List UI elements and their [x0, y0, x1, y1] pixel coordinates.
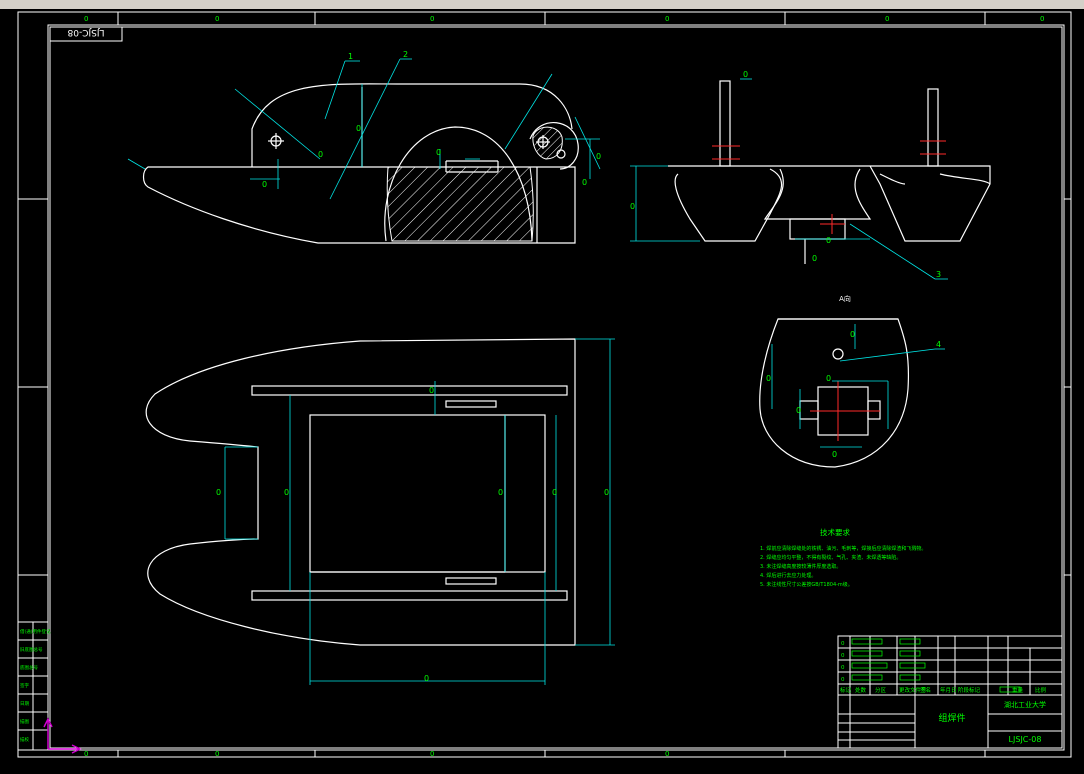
svg-text:3. 未注焊缝高度按较薄件厚度选取。: 3. 未注焊缝高度按较薄件厚度选取。	[760, 563, 841, 570]
svg-text:LJSJC-08: LJSJC-08	[67, 27, 104, 37]
svg-text:0: 0	[841, 653, 845, 659]
top-view: 0 0 0 0 0 0 0	[145, 338, 615, 685]
svg-text:0: 0	[318, 150, 323, 159]
svg-text:0: 0	[356, 124, 361, 133]
svg-text:底图总号: 底图总号	[20, 664, 38, 671]
svg-text:4. 焊后进行去应力处理。: 4. 焊后进行去应力处理。	[760, 572, 816, 579]
svg-text:描校: 描校	[20, 736, 29, 743]
drawing-canvas[interactable]: 0 0 0 0 0 0 0 0 0 0 LJSJC-08	[0, 9, 1084, 770]
svg-text:0: 0	[582, 178, 587, 187]
svg-text:5. 未注线性尺寸公差按GB/T1804-m级。: 5. 未注线性尺寸公差按GB/T1804-m级。	[760, 581, 853, 588]
svg-text:0: 0	[812, 254, 817, 263]
ucs-icon	[43, 717, 82, 754]
svg-text:0: 0	[841, 665, 845, 671]
cad-drawing: 0 0 0 0 0 0 0 0 0 0 LJSJC-08	[17, 11, 1072, 758]
svg-text:0: 0	[84, 750, 88, 758]
svg-text:更改文件号: 更改文件号	[899, 686, 927, 694]
balloon-4: 4	[936, 340, 941, 349]
svg-text:0: 0	[796, 406, 801, 415]
svg-text:0: 0	[1040, 15, 1044, 23]
view-label: A向	[839, 294, 851, 303]
svg-text:重量: 重量	[1012, 686, 1024, 694]
svg-text:描图: 描图	[20, 718, 29, 725]
part-name: 组焊件	[938, 712, 965, 724]
left-revision-strip: 借(通)用件登记 旧底图总号 底图总号 签字 日期 描图 描校	[17, 621, 51, 751]
svg-text:0: 0	[841, 641, 845, 647]
technical-requirements: 技术要求 1. 焊前应清除焊缝处的铁锈、油污、毛刺等，焊接后应清除焊渣和飞溅物。…	[760, 527, 926, 588]
svg-text:签名: 签名	[920, 686, 931, 694]
svg-text:0: 0	[498, 488, 503, 497]
svg-text:0: 0	[665, 15, 669, 23]
balloon-1: 1	[348, 52, 353, 61]
title-bar	[0, 0, 1084, 9]
svg-text:0: 0	[630, 202, 635, 211]
svg-text:0: 0	[766, 374, 771, 383]
svg-text:0: 0	[596, 152, 601, 161]
svg-text:0: 0	[665, 750, 669, 758]
svg-text:借(通)用件登记: 借(通)用件登记	[20, 628, 51, 635]
svg-text:阶段标记: 阶段标记	[958, 686, 981, 694]
svg-text:0: 0	[430, 15, 434, 23]
svg-text:0: 0	[826, 374, 831, 383]
svg-text:比例: 比例	[1035, 686, 1047, 694]
drawing-number: LJSJC-08	[1009, 735, 1042, 744]
svg-text:0: 0	[832, 450, 837, 459]
svg-text:0: 0	[430, 750, 434, 758]
svg-text:0: 0	[436, 148, 441, 157]
svg-text:0: 0	[424, 674, 429, 683]
svg-text:2. 焊缝应均匀平整，不得有裂纹、气孔、夹渣、未焊透等缺陷。: 2. 焊缝应均匀平整，不得有裂纹、气孔、夹渣、未焊透等缺陷。	[760, 554, 901, 561]
title-block: 标记 处数 分区 更改文件号 签名 年月日 阶段标记 重量 比例 0 0 0 0…	[837, 635, 1063, 749]
svg-text:0: 0	[552, 488, 557, 497]
school-name: 湖北工业大学	[1004, 700, 1046, 709]
svg-text:0: 0	[885, 15, 889, 23]
svg-text:0: 0	[826, 236, 831, 245]
svg-text:日期: 日期	[20, 701, 29, 707]
svg-text:1. 焊前应清除焊缝处的铁锈、油污、毛刺等，焊接后应清除焊渣: 1. 焊前应清除焊缝处的铁锈、油污、毛刺等，焊接后应清除焊渣和飞溅物。	[760, 545, 926, 552]
front-view: 1 2 0 0 0 0 0 0	[127, 50, 601, 244]
svg-text:分区: 分区	[875, 686, 887, 694]
side-view: 0 0 3 0 0	[630, 70, 991, 280]
zone-marks: 0 0 0 0 0 0 0 0 0 0	[84, 15, 1044, 758]
svg-text:0: 0	[84, 15, 88, 23]
svg-text:0: 0	[429, 386, 434, 395]
svg-text:0: 0	[841, 677, 845, 683]
svg-text:处数: 处数	[855, 686, 867, 694]
zone-ticks	[18, 12, 1071, 757]
svg-text:标记: 标记	[840, 686, 852, 694]
svg-text:签字: 签字	[20, 682, 29, 689]
svg-text:0: 0	[850, 330, 855, 339]
svg-text:0: 0	[262, 180, 267, 189]
drawing-code-box: LJSJC-08	[49, 26, 123, 42]
svg-text:0: 0	[604, 488, 609, 497]
svg-text:年月日: 年月日	[940, 686, 957, 694]
svg-text:技术要求: 技术要求	[820, 527, 850, 537]
svg-text:0: 0	[743, 70, 748, 79]
svg-text:0: 0	[215, 15, 219, 23]
svg-text:0: 0	[216, 488, 221, 497]
section-a-view: A向 4 0 0 0 0 0	[759, 294, 945, 468]
svg-text:旧底图总号: 旧底图总号	[20, 646, 43, 653]
svg-text:0: 0	[284, 488, 289, 497]
balloon-3: 3	[936, 270, 941, 279]
balloon-2: 2	[403, 50, 408, 59]
svg-text:0: 0	[215, 750, 219, 758]
